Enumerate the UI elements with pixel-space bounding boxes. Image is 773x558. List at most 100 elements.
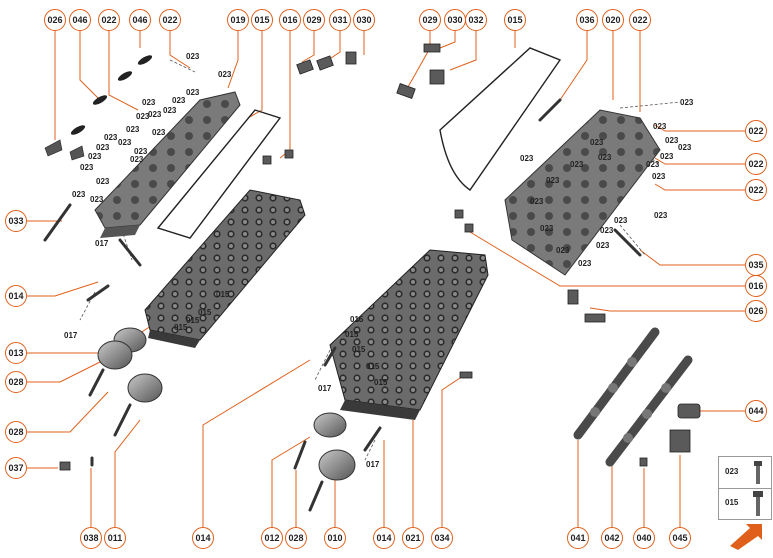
- label-023: 023: [614, 216, 628, 225]
- bolt-015-icon: [753, 491, 763, 516]
- callout-034[interactable]: 034: [431, 527, 453, 549]
- label-015: 015: [374, 378, 388, 387]
- label-023: 023: [660, 152, 674, 161]
- label-015: 015: [186, 316, 200, 325]
- legend-divider: [719, 488, 771, 489]
- label-023: 023: [118, 138, 132, 147]
- callout-046[interactable]: 046: [129, 9, 151, 31]
- callout-042[interactable]: 042: [601, 527, 623, 549]
- label-023: 023: [90, 195, 104, 204]
- leader-lines: [27, 29, 751, 528]
- callout-041[interactable]: 041: [567, 527, 589, 549]
- label-023: 023: [678, 143, 692, 152]
- label-015: 015: [350, 315, 364, 324]
- label-023: 023: [88, 152, 102, 161]
- label-017: 017: [366, 460, 380, 469]
- callout-032[interactable]: 032: [465, 9, 487, 31]
- callout-016[interactable]: 016: [279, 9, 301, 31]
- label-023: 023: [540, 224, 554, 233]
- left-gasket: [156, 109, 282, 239]
- callout-036[interactable]: 036: [576, 9, 598, 31]
- label-023: 023: [680, 98, 694, 107]
- label-017: 017: [64, 331, 78, 340]
- label-015: 015: [174, 323, 188, 332]
- camshafts: [573, 327, 693, 467]
- callout-035[interactable]: 035: [745, 254, 767, 276]
- callout-022[interactable]: 022: [745, 179, 767, 201]
- callout-028[interactable]: 028: [285, 527, 307, 549]
- callout-012[interactable]: 012: [261, 527, 283, 549]
- label-023: 023: [598, 153, 612, 162]
- callout-015[interactable]: 015: [504, 9, 526, 31]
- label-023: 023: [556, 246, 570, 255]
- bolts: [43, 98, 642, 512]
- callout-029[interactable]: 029: [303, 9, 325, 31]
- label-015: 015: [198, 308, 212, 317]
- callout-022[interactable]: 022: [629, 9, 651, 31]
- label-015: 015: [345, 330, 359, 339]
- label-023: 023: [520, 154, 534, 163]
- label-023: 023: [172, 96, 186, 105]
- label-023: 023: [665, 136, 679, 145]
- right-gasket: [439, 47, 562, 191]
- right-valve-cover: [504, 109, 661, 276]
- left-valve-cover: [94, 91, 241, 238]
- callout-020[interactable]: 020: [602, 9, 624, 31]
- callout-033[interactable]: 033: [5, 210, 27, 232]
- callout-028[interactable]: 028: [5, 371, 27, 393]
- legend-row-015: 015: [719, 488, 771, 519]
- label-023: 023: [530, 197, 544, 206]
- callout-016[interactable]: 016: [745, 275, 767, 297]
- callout-022[interactable]: 022: [159, 9, 181, 31]
- callout-026[interactable]: 026: [745, 300, 767, 322]
- sensor-parts: [44, 139, 85, 161]
- label-023: 023: [134, 147, 148, 156]
- legend-label-015: 015: [725, 498, 739, 507]
- label-023: 023: [590, 138, 604, 147]
- callout-026[interactable]: 026: [44, 9, 66, 31]
- callout-030[interactable]: 030: [353, 9, 375, 31]
- callout-022[interactable]: 022: [98, 9, 120, 31]
- legend-row-023: 023: [719, 457, 771, 488]
- label-023: 023: [646, 160, 660, 169]
- callout-022[interactable]: 022: [745, 153, 767, 175]
- label-023: 023: [80, 163, 94, 172]
- callout-031[interactable]: 031: [329, 9, 351, 31]
- callout-028[interactable]: 028: [5, 421, 27, 443]
- label-023: 023: [126, 125, 140, 134]
- callout-045[interactable]: 045: [669, 527, 691, 549]
- label-023: 023: [96, 177, 110, 186]
- label-023: 023: [163, 106, 177, 115]
- label-023: 023: [654, 211, 668, 220]
- callout-038[interactable]: 038: [80, 527, 102, 549]
- callout-014[interactable]: 014: [373, 527, 395, 549]
- label-023: 023: [104, 133, 118, 142]
- label-015: 015: [216, 290, 230, 299]
- callout-010[interactable]: 010: [324, 527, 346, 549]
- next-page-arrow-icon[interactable]: [728, 520, 768, 550]
- callout-044[interactable]: 044: [745, 400, 767, 422]
- left-cylinder-head: [144, 189, 306, 348]
- cam-gears: [97, 327, 356, 481]
- callout-014[interactable]: 014: [192, 527, 214, 549]
- label-015: 015: [366, 362, 380, 371]
- callout-014[interactable]: 014: [5, 285, 27, 307]
- callout-013[interactable]: 013: [5, 342, 27, 364]
- label-017: 017: [318, 384, 332, 393]
- callout-030[interactable]: 030: [444, 9, 466, 31]
- callout-021[interactable]: 021: [402, 527, 424, 549]
- callout-022[interactable]: 022: [745, 120, 767, 142]
- callout-011[interactable]: 011: [104, 527, 126, 549]
- label-023: 023: [218, 70, 232, 79]
- callout-015[interactable]: 015: [251, 9, 273, 31]
- label-023: 023: [152, 128, 166, 137]
- callout-019[interactable]: 019: [227, 9, 249, 31]
- callout-029[interactable]: 029: [419, 9, 441, 31]
- callout-037[interactable]: 037: [5, 457, 27, 479]
- label-023: 023: [652, 172, 666, 181]
- callout-046[interactable]: 046: [69, 9, 91, 31]
- callout-040[interactable]: 040: [633, 527, 655, 549]
- label-023: 023: [578, 259, 592, 268]
